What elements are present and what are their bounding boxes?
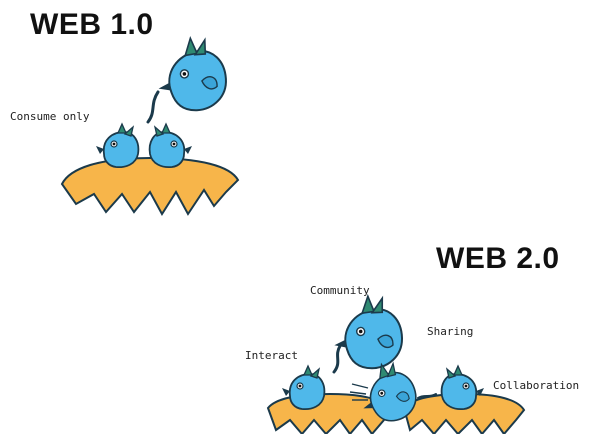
web1-worm-icon [146,90,160,124]
web2-parent-bird-icon [327,291,407,375]
web1-parent-bird-icon [149,32,232,118]
community-label: Community [310,284,370,297]
web2-right-nest-icon [402,392,526,434]
web1-nest-icon [60,156,240,216]
interact-label: Interact [245,349,298,362]
web1-title: WEB 1.0 [30,8,154,41]
web1-chick-left-bird-icon [95,123,140,169]
motion-lines [349,383,369,401]
sharing-label: Sharing [427,325,474,338]
web2-title: WEB 2.0 [436,242,560,275]
web2-worm-small-icon [417,393,437,399]
collaboration-label: Collaboration [493,379,580,392]
consume-only-label: Consume only [10,110,90,123]
web2-worm-icon [332,344,342,374]
